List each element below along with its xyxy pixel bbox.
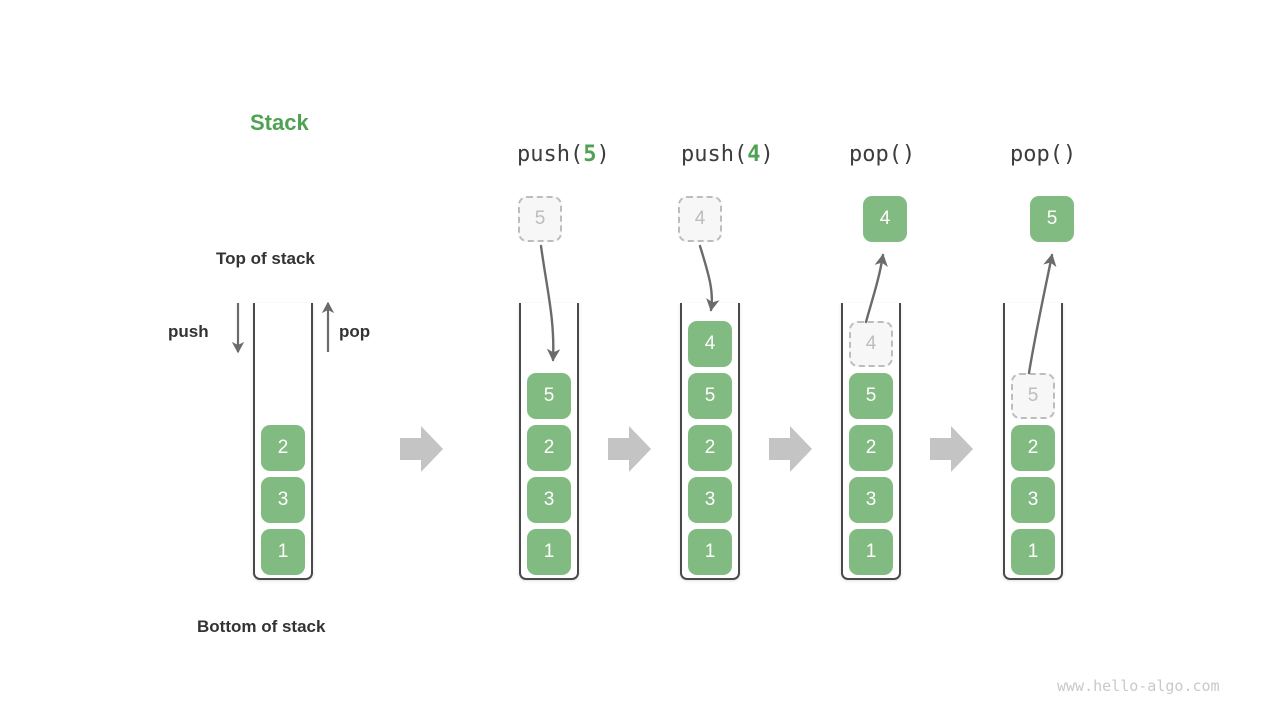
op-arg: 4 bbox=[747, 142, 761, 167]
stack-cell: 2 bbox=[849, 425, 893, 471]
transition-arrow bbox=[608, 426, 651, 472]
stack-cell: 2 bbox=[688, 425, 732, 471]
op-suffix: ) bbox=[596, 142, 610, 167]
stack-cell: 3 bbox=[527, 477, 571, 523]
op-suffix: ) bbox=[760, 142, 774, 167]
floating-cell-popped: 4 bbox=[863, 196, 907, 242]
watermark: www.hello-algo.com bbox=[1057, 677, 1220, 695]
op-suffix: ) bbox=[901, 142, 916, 167]
transition-arrow bbox=[930, 426, 973, 472]
stack-cell: 1 bbox=[527, 529, 571, 575]
top-of-stack-label: Top of stack bbox=[216, 249, 315, 268]
op-label-push-4: push(4) bbox=[681, 142, 774, 167]
floating-cell-ghost: 4 bbox=[678, 196, 722, 242]
stack-cell-ghost: 5 bbox=[1011, 373, 1055, 419]
op-prefix: push( bbox=[517, 142, 584, 167]
floating-cell-popped: 5 bbox=[1030, 196, 1074, 242]
flow-arrow-push-4 bbox=[698, 244, 720, 312]
stack-cell-ghost: 4 bbox=[849, 321, 893, 367]
page-title: Stack bbox=[250, 110, 309, 135]
transition-arrow bbox=[400, 426, 443, 472]
floating-cell-ghost: 5 bbox=[518, 196, 562, 242]
stack-cell: 2 bbox=[527, 425, 571, 471]
transition-arrow bbox=[769, 426, 812, 472]
stack-cell: 4 bbox=[688, 321, 732, 367]
pop-label: pop bbox=[339, 322, 371, 341]
stack-cell: 1 bbox=[261, 529, 305, 575]
stack-cell: 1 bbox=[1011, 529, 1055, 575]
stack-cell: 1 bbox=[688, 529, 732, 575]
op-prefix: push( bbox=[681, 142, 748, 167]
bottom-of-stack-label: Bottom of stack bbox=[197, 617, 326, 636]
stack-cell: 5 bbox=[688, 373, 732, 419]
stack-cell: 3 bbox=[849, 477, 893, 523]
stack-cell: 2 bbox=[1011, 425, 1055, 471]
op-label-pop-2: pop() bbox=[1010, 142, 1076, 167]
stack-cell: 1 bbox=[849, 529, 893, 575]
op-arg: 5 bbox=[583, 142, 597, 167]
op-suffix: ) bbox=[1062, 142, 1077, 167]
stack-cell: 3 bbox=[261, 477, 305, 523]
stack-cell: 3 bbox=[688, 477, 732, 523]
stack-cell: 5 bbox=[849, 373, 893, 419]
op-prefix: pop( bbox=[849, 142, 902, 167]
op-label-push-5: push(5) bbox=[517, 142, 610, 167]
op-prefix: pop( bbox=[1010, 142, 1063, 167]
push-label: push bbox=[168, 322, 209, 341]
op-label-pop-1: pop() bbox=[849, 142, 915, 167]
stack-cell: 3 bbox=[1011, 477, 1055, 523]
stack-cell: 5 bbox=[527, 373, 571, 419]
stack-cell: 2 bbox=[261, 425, 305, 471]
